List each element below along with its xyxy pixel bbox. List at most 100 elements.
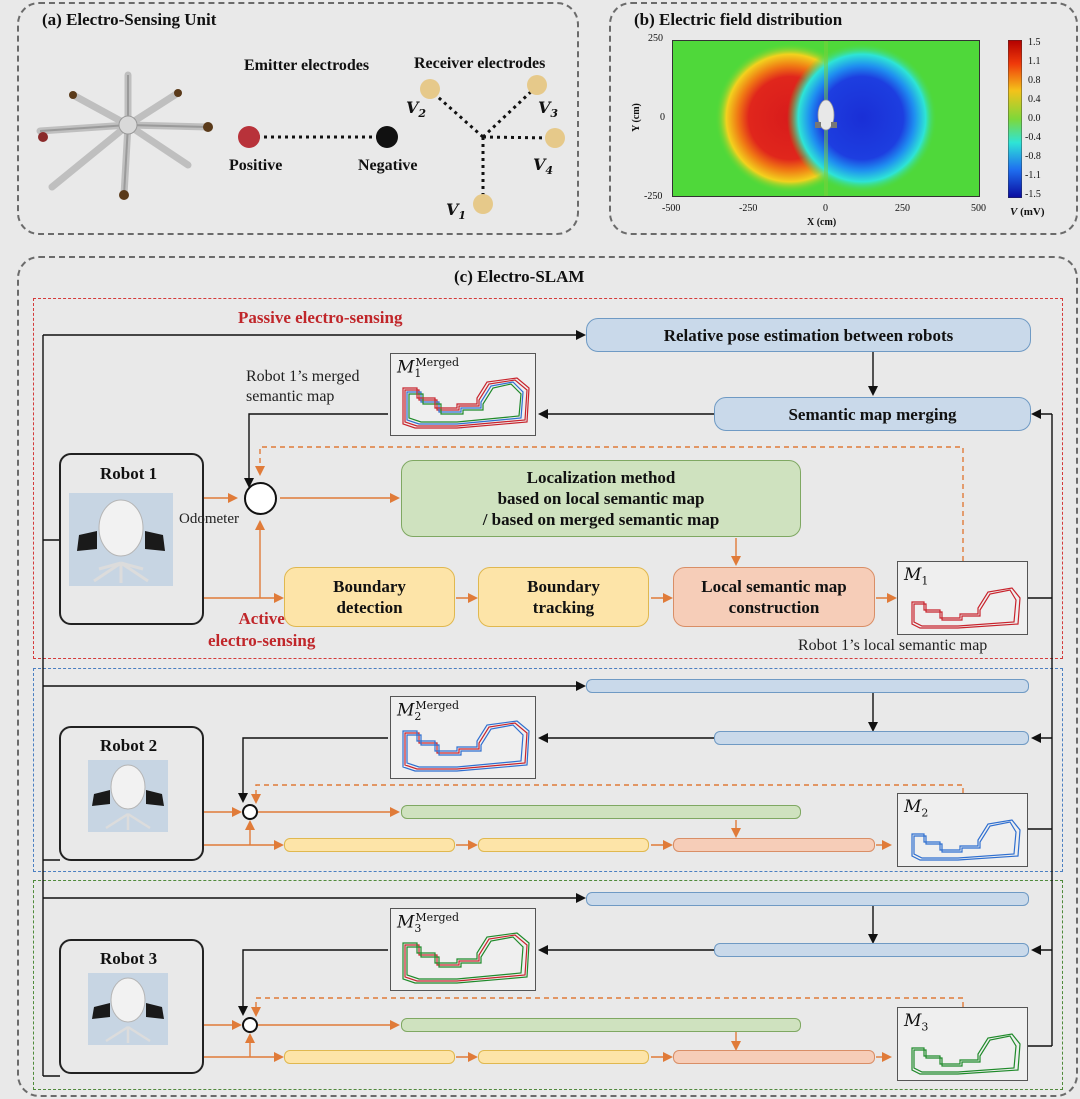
colorbar-tick: -1.1: [1025, 170, 1041, 181]
panel-a-electro-sensing-unit: [17, 2, 579, 235]
passive-electro-sensing-label: Passive electro-sensing: [238, 308, 403, 327]
negative-label: Negative: [358, 157, 418, 174]
passive-sensing-region: [33, 298, 1063, 659]
panel-c-electro-slam: [17, 256, 1078, 1097]
local-map-symbol: M3: [904, 1011, 929, 1034]
colorbar-label: V (mV): [1010, 206, 1045, 218]
panel-c-title: (c) Electro-SLAM: [454, 267, 585, 286]
fusion-node-robot-2: [242, 804, 258, 820]
boundary-tracking-line-2: tracking: [532, 598, 595, 617]
colorbar-tick: 0.8: [1028, 75, 1041, 86]
robot-2-local-map: M2: [897, 793, 1028, 867]
localization-method-box: Localization method based on local seman…: [401, 460, 801, 537]
v1-label: V1: [446, 200, 467, 223]
receiver-electrode-v2: [420, 79, 440, 99]
active-line-1: Active: [238, 609, 285, 628]
local-map-symbol: M1: [904, 565, 929, 588]
x-tick: 500: [971, 203, 986, 214]
merged-caption-line-1: Robot 1’s merged: [246, 368, 360, 385]
colorbar-tick: -1.5: [1025, 189, 1041, 200]
y-tick: 250: [648, 33, 663, 44]
robot-2-label: Robot 2: [100, 736, 158, 755]
v3-label: V3: [538, 98, 559, 121]
boundary-detection-box: Boundary detection: [284, 567, 455, 627]
active-line-2: electro-sensing: [208, 631, 316, 650]
receiver-electrodes-label: Receiver electrodes: [414, 55, 546, 72]
boundary-detection-box-robot-3: [284, 1050, 455, 1064]
colorbar-tick: -0.4: [1025, 132, 1041, 143]
merged-map-caption: Robot 1’s merged semantic map: [246, 367, 359, 407]
x-tick: 250: [895, 203, 910, 214]
boundary-tracking-line-1: Boundary: [527, 577, 600, 596]
local-semantic-map-line-2: construction: [728, 598, 820, 617]
v2-label: V2: [406, 98, 427, 121]
robot-3-image: [88, 973, 168, 1045]
local-semantic-map-box-robot-2: [673, 838, 875, 852]
heatmap-frame: [672, 40, 980, 197]
local-semantic-map-box-robot-3: [673, 1050, 875, 1064]
boundary-tracking-box-robot-3: [478, 1050, 649, 1064]
robot-2-merged-map: M2Merged: [390, 696, 536, 779]
localization-method-box-robot-2: [401, 805, 801, 819]
robot-3-label: Robot 3: [100, 949, 158, 968]
robot-3-merged-map: M3Merged: [390, 908, 536, 991]
localization-line-3: / based on merged semantic map: [482, 510, 720, 529]
colorbar-tick: 1.5: [1028, 37, 1041, 48]
electro-sensing-unit-illustration: [36, 71, 213, 200]
localization-line-2: based on local semantic map: [497, 489, 705, 508]
boundary-tracking-box-robot-2: [478, 838, 649, 852]
x-axis-label: X (cm): [807, 217, 837, 228]
electrode-schematic: [238, 75, 565, 214]
boundary-detection-line-1: Boundary: [333, 577, 406, 596]
boundary-detection-line-2: detection: [336, 598, 403, 617]
active-electro-sensing-label: Active electro-sensing: [208, 608, 315, 652]
colorbar: [1008, 40, 1022, 198]
negative-electrode: [376, 126, 398, 148]
electric-field-heatmap: [672, 40, 980, 197]
robot-1-local-map: M1: [897, 561, 1028, 635]
robot3-region: [33, 880, 1063, 1090]
local-map-caption: Robot 1’s local semantic map: [798, 637, 988, 654]
positive-electrode: [238, 126, 260, 148]
local-semantic-map-line-1: Local semantic map: [701, 577, 847, 596]
localization-line-1: Localization method: [526, 468, 676, 487]
relative-pose-estimation-box-robot-2: [586, 679, 1029, 693]
relative-pose-estimation-box-robot-3: [586, 892, 1029, 906]
robot2-region: [33, 668, 1063, 872]
merged-map-symbol: M1Merged: [397, 356, 460, 381]
semantic-map-merging-box-robot-3: [714, 943, 1029, 957]
receiver-electrode-v4: [545, 128, 565, 148]
robot-1-label: Robot 1: [100, 464, 158, 483]
panel-a-title: (a) Electro-Sensing Unit: [42, 10, 217, 29]
x-tick: 0: [823, 203, 828, 214]
boundary-tracking-box: Boundary tracking: [478, 567, 649, 627]
local-map-symbol: M2: [904, 797, 929, 820]
localization-method-box-robot-3: [401, 1018, 801, 1032]
y-tick: 0: [660, 112, 665, 123]
boundary-detection-box-robot-2: [284, 838, 455, 852]
emitter-electrodes-label: Emitter electrodes: [244, 57, 370, 74]
merged-caption-line-2: semantic map: [246, 388, 335, 405]
robot-1-image: [69, 493, 173, 586]
x-tick: -500: [662, 203, 681, 214]
merged-map-symbol: M3Merged: [397, 911, 460, 936]
merged-map-symbol: M2Merged: [397, 699, 460, 724]
colorbar-tick: 0.0: [1028, 113, 1041, 124]
fusion-node-robot-1: [244, 482, 277, 515]
receiver-electrode-v1: [473, 194, 493, 214]
panel-b-electric-field: [609, 2, 1078, 235]
colorbar-tick: 1.1: [1028, 56, 1041, 67]
panel-b-title: (b) Electric field distribution: [634, 10, 843, 29]
y-tick: -250: [644, 191, 663, 202]
x-tick: -250: [739, 203, 758, 214]
robot-3-local-map: M3: [897, 1007, 1028, 1081]
odometer-label: Odometer: [179, 511, 239, 527]
colorbar-tick: 0.4: [1028, 94, 1041, 105]
semantic-map-merging-box-robot-2: [714, 731, 1029, 745]
semantic-map-merging-box: Semantic map merging: [714, 397, 1031, 431]
v4-label: V4: [533, 155, 554, 178]
robot-1-merged-map: M1Merged: [390, 353, 536, 436]
robot-2-image: [88, 760, 168, 832]
relative-pose-estimation-box: Relative pose estimation between robots: [586, 318, 1031, 352]
receiver-electrode-v3: [527, 75, 547, 95]
